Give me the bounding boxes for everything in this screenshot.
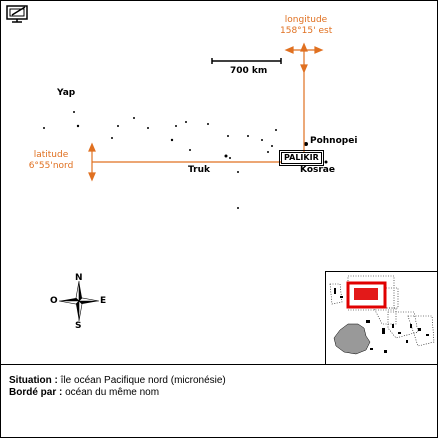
longitude-label: longitude 158°15' est (280, 15, 333, 36)
display-icon[interactable] (6, 4, 32, 29)
border-value: océan du même nom (62, 387, 160, 398)
capital-label: PALIKIR (279, 150, 324, 166)
situation-row: Situation : île océan Pacifique nord (mi… (9, 375, 226, 386)
compass-east: E (100, 296, 107, 306)
label-yap: Yap (57, 88, 76, 98)
border-label: Bordé par : (9, 387, 63, 398)
scale-label: 700 km (230, 66, 268, 76)
compass-rose (58, 280, 100, 322)
label-truk: Truk (188, 165, 210, 175)
compass-south: S (75, 321, 82, 331)
label-pohnpei: Pohnopei (310, 136, 358, 146)
situation-value: île océan Pacifique nord (micronésie) (57, 375, 226, 386)
footer-info: Situation : île océan Pacifique nord (mi… (1, 364, 437, 438)
coordinate-lines (88, 42, 324, 182)
label-kosrae: Kosrae (300, 165, 335, 175)
situation-label: Situation : (9, 375, 58, 386)
islands (43, 111, 328, 209)
inset-highlight (346, 281, 387, 309)
latitude-label: latitude 6°55'nord (28, 150, 74, 171)
scale-bar (211, 58, 282, 64)
compass-west: O (50, 296, 58, 306)
compass-north: N (75, 273, 83, 283)
border-row: Bordé par : océan du même nom (9, 387, 159, 398)
locator-inset-map (325, 271, 438, 365)
